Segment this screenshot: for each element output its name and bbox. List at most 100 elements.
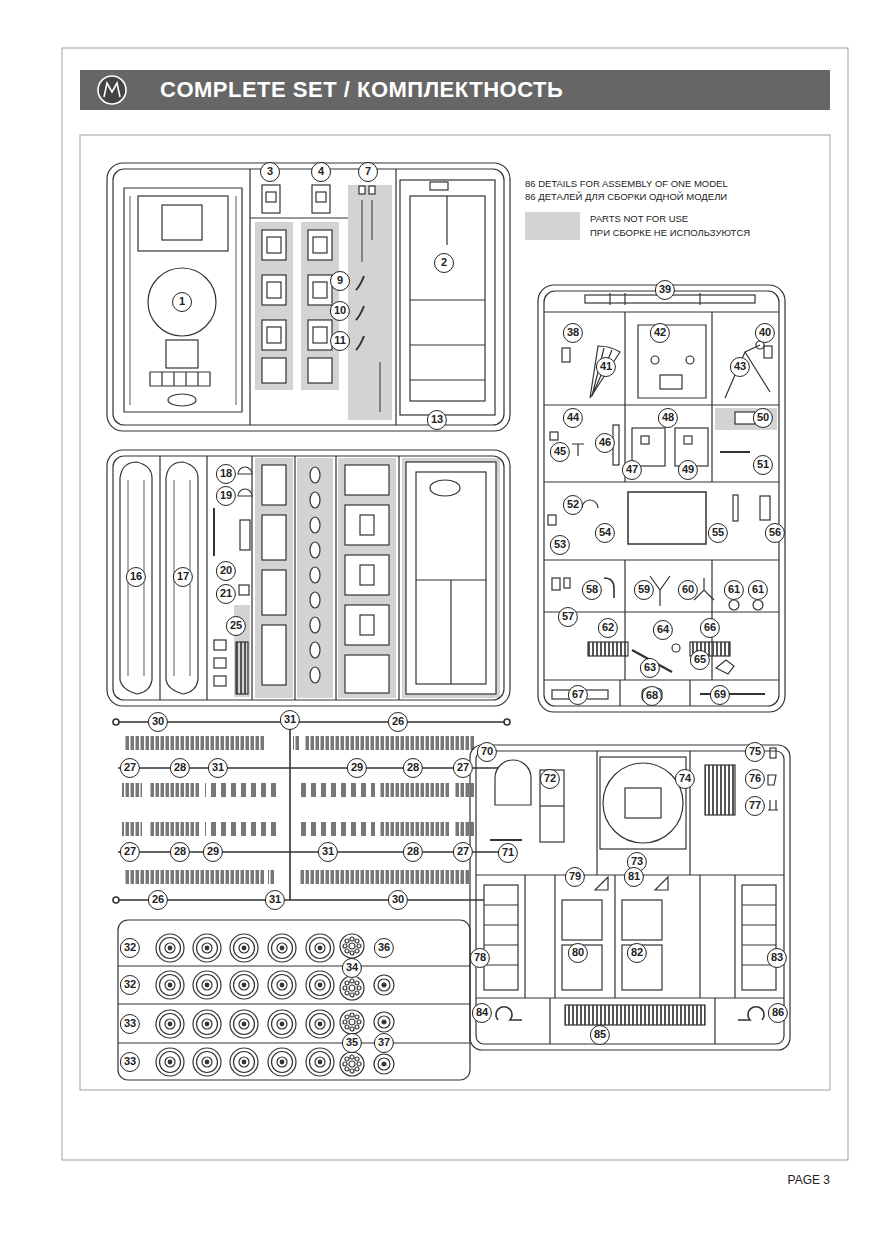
callout-number: 37 xyxy=(374,1033,394,1053)
sprue-frame xyxy=(733,495,738,521)
callout-number: 52 xyxy=(563,495,583,515)
sprue-frame xyxy=(113,169,504,425)
sprue-frame xyxy=(548,515,556,525)
sprue-frame xyxy=(600,757,686,849)
sprue-frame xyxy=(310,667,320,683)
callout-number: 61 xyxy=(724,580,744,600)
callout-number: 84 xyxy=(472,1003,492,1023)
sprue-frame xyxy=(310,542,320,558)
legend-text: ПРИ СБОРКЕ НЕ ИСПОЛЬЗУЮТСЯ xyxy=(590,227,750,239)
logo-badge xyxy=(98,76,126,104)
sprue-frame xyxy=(262,230,286,260)
sprue-frame xyxy=(641,436,649,444)
wheel-sprue xyxy=(193,934,221,962)
sprue-frame xyxy=(360,565,374,585)
sprue-frame xyxy=(148,268,216,336)
sprue-frame xyxy=(729,600,739,610)
sprue-frame xyxy=(552,578,560,590)
callout-number: 67 xyxy=(568,685,588,705)
sprue-frame xyxy=(538,285,785,712)
callout-number: 35 xyxy=(342,1033,362,1053)
callout-number: 4 xyxy=(311,162,331,182)
sprue-frame xyxy=(168,394,196,406)
sprue-frame xyxy=(604,578,614,598)
sprue-frame xyxy=(632,428,665,466)
sprue-frame xyxy=(308,320,332,350)
track-sprue xyxy=(113,719,510,903)
callout-number: 9 xyxy=(330,271,350,291)
sprue-frame xyxy=(684,436,692,444)
callout-number: 61 xyxy=(748,580,768,600)
sprue-frame xyxy=(316,192,326,202)
sprue-frame xyxy=(540,770,564,842)
sprue-frame xyxy=(310,642,320,658)
callout-number: 74 xyxy=(675,769,695,789)
sprue-frame xyxy=(360,615,374,635)
sprue-frame xyxy=(345,555,389,595)
track-sprue xyxy=(113,897,119,903)
callout-number: 47 xyxy=(622,460,642,480)
wheel-sprue xyxy=(193,1048,221,1076)
sprue-frame xyxy=(705,765,735,815)
sprue-frame xyxy=(476,751,784,1044)
wheel-sprue xyxy=(340,934,364,958)
wheel-sprue xyxy=(306,934,334,962)
sprue-frame xyxy=(564,578,570,588)
sprue-frame xyxy=(760,496,770,520)
sprue-frame xyxy=(416,580,486,684)
callout-number: 66 xyxy=(700,618,720,638)
track-sprue xyxy=(504,719,510,725)
callout-number: 54 xyxy=(595,523,615,543)
page-title: COMPLETE SET / КОМПЛЕКТНОСТЬ xyxy=(160,77,563,103)
track-sprue xyxy=(300,783,375,797)
sprue-frame xyxy=(138,196,228,251)
sprue-frame xyxy=(312,185,330,213)
callout-number: 25 xyxy=(226,616,246,636)
callout-number: 31 xyxy=(280,710,300,730)
callout-number: 79 xyxy=(565,867,585,887)
callout-number: 51 xyxy=(753,455,773,475)
sprue-frame xyxy=(266,192,276,202)
sprue-frame xyxy=(130,196,236,405)
callout-number: 72 xyxy=(540,769,560,789)
callout-number: 64 xyxy=(653,620,673,640)
page-frame xyxy=(62,48,848,1160)
callout-number: 33 xyxy=(120,1014,140,1034)
wheel-sprue xyxy=(156,1010,184,1038)
callout-number: 70 xyxy=(477,742,497,762)
track-sprue xyxy=(113,719,119,725)
callout-number: 30 xyxy=(388,890,408,910)
wheel-sprue xyxy=(156,1048,184,1076)
sprue-frame xyxy=(610,293,700,305)
sprue-frame xyxy=(345,655,389,693)
callout-number: 10 xyxy=(330,301,350,321)
wheel-sprue xyxy=(340,1052,364,1076)
callout-number: 55 xyxy=(708,523,728,543)
sprue-frame xyxy=(628,492,706,544)
sprue-frame xyxy=(369,186,375,194)
sprue-frame xyxy=(124,188,242,412)
sprue-frame xyxy=(582,500,598,508)
track-sprue xyxy=(455,822,475,836)
callout-number: 7 xyxy=(358,162,378,182)
callout-number: 26 xyxy=(148,890,168,910)
callout-number: 18 xyxy=(216,464,236,484)
track-sprue xyxy=(125,736,265,750)
callout-number: 27 xyxy=(120,842,140,862)
sprue-frame xyxy=(297,458,333,698)
callout-number: 31 xyxy=(208,758,228,778)
sprue-frame xyxy=(113,456,504,700)
wheel-sprue xyxy=(374,975,394,995)
sprue-frame xyxy=(660,375,682,389)
callout-number: 11 xyxy=(330,331,350,351)
legend-swatch xyxy=(525,212,580,226)
callout-number: 57 xyxy=(558,607,578,627)
sprue-frame xyxy=(562,900,602,940)
sprue-frame xyxy=(262,515,286,560)
header-band xyxy=(80,70,830,110)
sprue-frame xyxy=(262,465,286,505)
sprue-frame xyxy=(238,467,252,496)
callout-number: 45 xyxy=(550,442,570,462)
callout-number: 31 xyxy=(318,842,338,862)
sprue-frame xyxy=(638,325,706,398)
